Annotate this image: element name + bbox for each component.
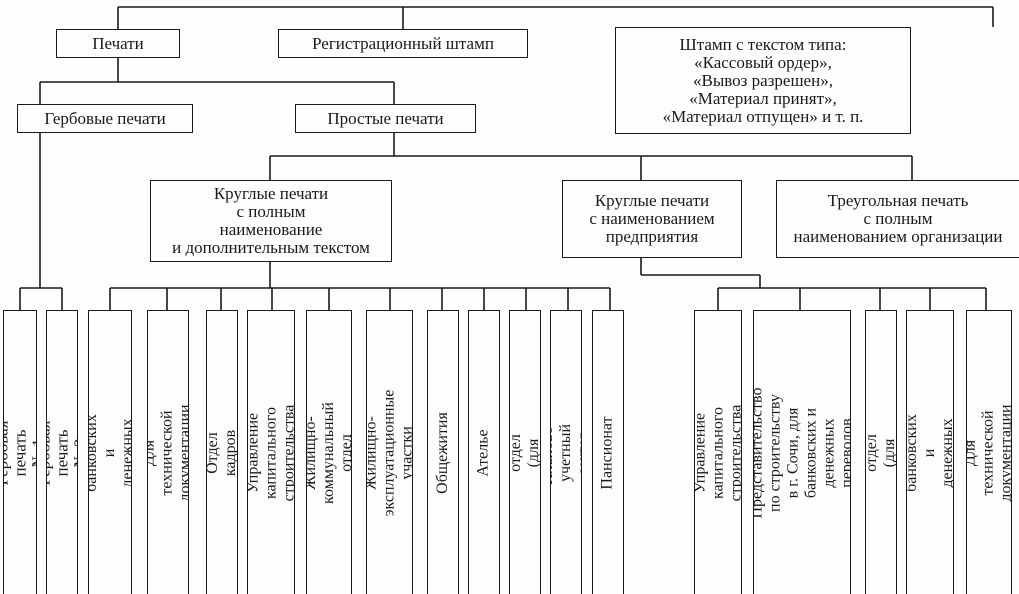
leaf-label: Общий отдел (для пакетов) [509, 433, 541, 472]
herb-seal-1-label: Гербовая печать № 1 [3, 420, 36, 485]
herb-seals-box: Гербовые печати [17, 104, 193, 133]
leaf-bank-documents: Для банковских и денежных документов [88, 310, 132, 594]
triangle-seal-label: Треугольная печать с полным наименование… [793, 191, 1003, 246]
leaf2-sochi-representation: Представительство по строительству в г. … [753, 310, 851, 594]
pechati-box: Печати [56, 29, 180, 58]
leaf-hr-department: Отдел кадров [206, 310, 238, 594]
registration-stamp-label: Регистрационный штамп [312, 33, 494, 53]
leaf2-capital-construction: Управление капитального строительства [694, 310, 742, 594]
leaf-capital-construction: Управление капитального строительства [247, 310, 295, 594]
text-stamp-label: Штамп с текстом типа: «Кассовый ордер», … [662, 34, 864, 126]
leaf-dormitories: Общежития [427, 310, 459, 594]
leaf-label: Представительство по строительству в г. … [753, 386, 851, 519]
round-name-seals-box: Круглые печати с наименованием предприят… [562, 180, 742, 258]
text-stamp-box: Штамп с текстом типа: «Кассовый ордер», … [615, 27, 911, 134]
leaf-label: Жилищно-коммунальный отдел [306, 401, 352, 504]
leaf-general-department: Общий отдел (для пакетов) [509, 310, 541, 594]
leaf-label: Управление капитального строительства [247, 404, 295, 501]
leaf2-bank-documents: Для банковских и денежных документов [906, 310, 954, 594]
leaf-boarding-house: Пансионат [592, 310, 624, 594]
round-name-seals-label: Круглые печати с наименованием предприят… [589, 191, 715, 246]
leaf-label: Отдел кадров [206, 429, 238, 476]
leaf-label: Жилищно-эксплуатационные участки [366, 389, 413, 516]
triangle-seal-box: Треугольная печать с полным наименование… [776, 180, 1019, 258]
leaf-label: Для технической документации [147, 403, 189, 502]
herb-seal-2-box: Гербовая печать № 2 [46, 310, 78, 594]
registration-stamp-box: Регистрационный штамп [278, 29, 528, 58]
round-full-seals-box: Круглые печати с полным наименование и д… [150, 180, 392, 262]
leaf-label: Управление капитального строительства [694, 404, 742, 501]
leaf2-general-department: Общий отдел (для пакетов) [865, 310, 897, 594]
herb-seal-2-label: Гербовая печать № 2 [46, 420, 77, 485]
leaf-housing-maintenance: Жилищно-эксплуатационные участки [366, 310, 413, 594]
leaf-label: Пансионат [599, 415, 616, 490]
leaf-label: Для банковских и денежных документов [88, 413, 132, 492]
leaf-label: Планово-учетный сектор [551, 421, 582, 485]
leaf-planning-accounting: Планово-учетный сектор [550, 310, 582, 594]
leaf-label: Для банковских и денежных документов [906, 413, 954, 492]
herb-seals-label: Гербовые печати [44, 108, 166, 128]
leaf-label: Общежития [434, 411, 451, 494]
leaf2-technical-docs: Для технической документации [966, 310, 1012, 594]
leaf-technical-docs: Для технической документации [147, 310, 189, 594]
leaf-atelier: Ателье [468, 310, 500, 594]
round-full-seals-label: Круглые печати с полным наименование и д… [172, 184, 370, 257]
leaf-label: Общий отдел (для пакетов) [865, 433, 897, 472]
leaf-housing-communal: Жилищно-коммунальный отдел [306, 310, 352, 594]
simple-seals-label: Простые печати [327, 108, 444, 128]
herb-seal-1-box: Гербовая печать № 1 [3, 310, 37, 594]
pechati-label: Печати [92, 33, 144, 53]
leaf-label: Ателье [475, 428, 493, 477]
simple-seals-box: Простые печати [295, 104, 476, 133]
leaf-label: Для технической документации [966, 403, 1012, 502]
